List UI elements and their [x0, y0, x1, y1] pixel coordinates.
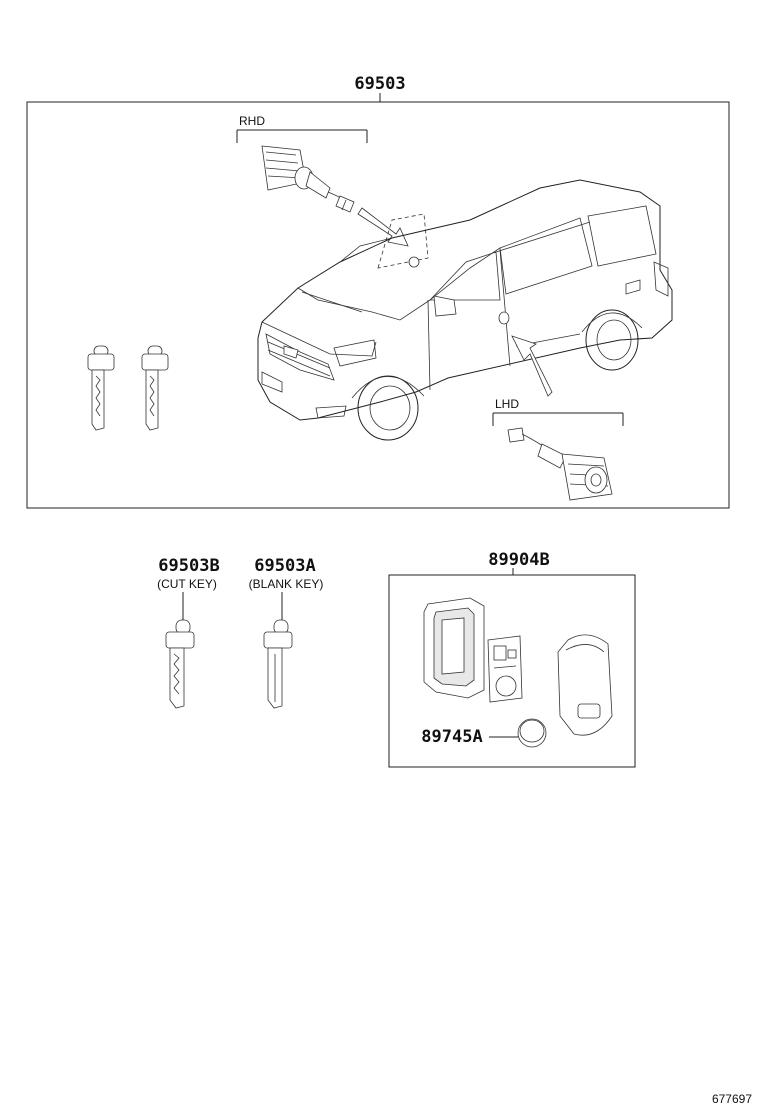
blank-key-icon — [263, 619, 293, 709]
lhd-label: LHD — [495, 397, 519, 411]
cut-key-description: (CUT KEY) — [157, 577, 217, 591]
transmitter-part-number: 89904B — [488, 550, 549, 570]
transmitter-cover-icon — [557, 634, 613, 736]
blank-key-part-number: 69503A — [254, 556, 315, 576]
battery-part-number: 89745A — [421, 727, 482, 747]
rhd-lock-cylinder-icon — [261, 145, 355, 213]
transmitter-case-icon — [423, 597, 485, 699]
main-set-part-number: 69503 — [354, 74, 405, 94]
cut-key-icon — [165, 619, 195, 709]
key-icon — [87, 345, 115, 431]
blank-key-description: (BLANK KEY) — [249, 577, 324, 591]
transmitter-frame — [388, 574, 636, 768]
rhd-label: RHD — [239, 114, 265, 128]
cut-key-part-number: 69503B — [158, 556, 219, 576]
rhd-arrow-icon — [357, 207, 409, 247]
lhd-bracket — [492, 412, 624, 426]
reference-number: 677697 — [712, 1092, 752, 1106]
key-icon — [141, 345, 169, 431]
rhd-bracket — [236, 129, 368, 143]
lhd-arrow-icon — [511, 335, 553, 397]
circuit-board-icon — [487, 635, 523, 703]
main-set-frame — [26, 101, 730, 509]
battery-icon — [517, 718, 547, 748]
vehicle-illustration — [257, 179, 673, 441]
lhd-lock-cylinder-icon — [507, 427, 613, 501]
